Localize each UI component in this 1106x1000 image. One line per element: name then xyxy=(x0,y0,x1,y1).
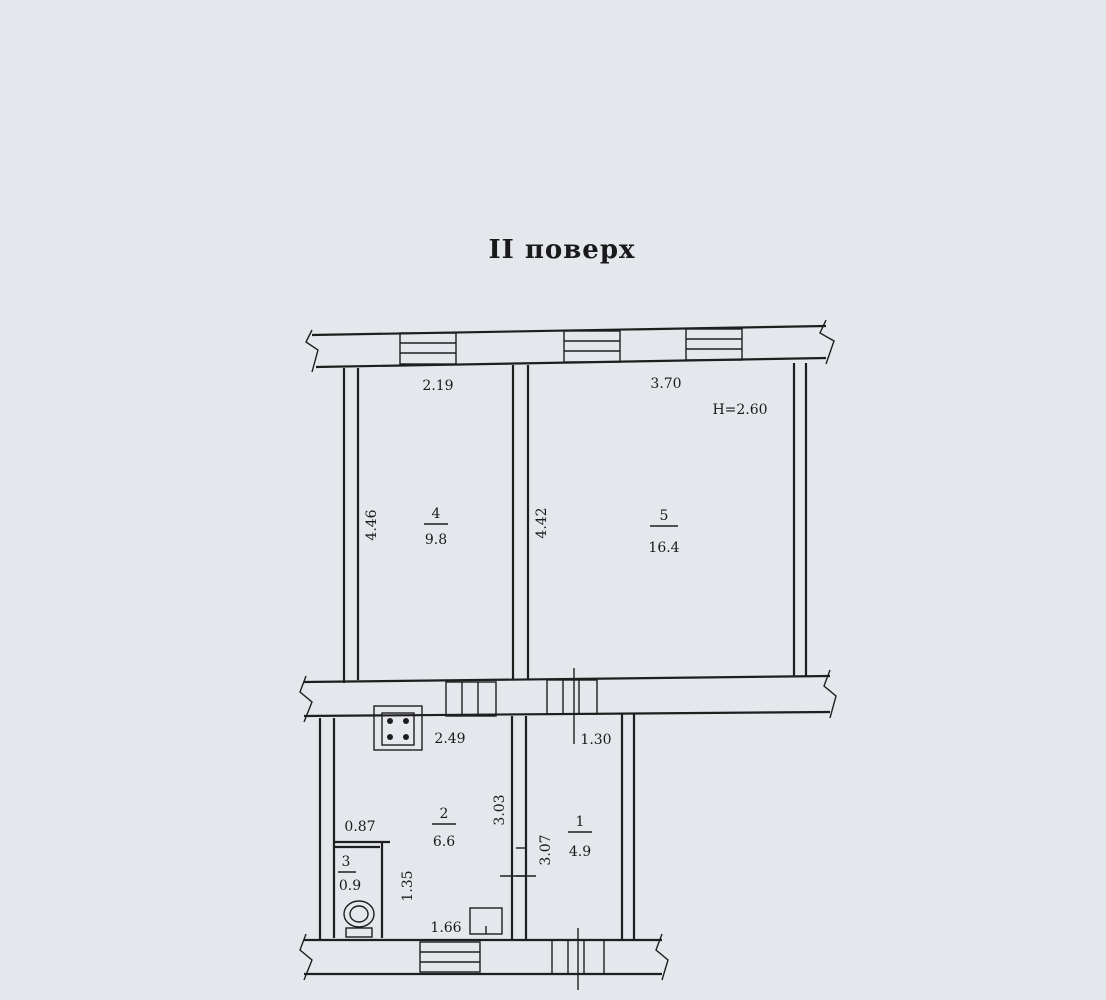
room5-width-label: 3.70 xyxy=(650,376,681,392)
room4-area: 9.8 xyxy=(425,532,447,548)
room4-number: 4 xyxy=(432,506,441,522)
room-1: 1.30 3.07 1 4.9 xyxy=(538,714,636,940)
room1-area: 4.9 xyxy=(569,844,591,860)
window-room4 xyxy=(399,332,457,365)
room3-number: 3 xyxy=(342,854,351,870)
ceiling-height-label: H=2.60 xyxy=(712,402,767,418)
room5-number: 5 xyxy=(660,508,669,524)
room1-width-label: 1.30 xyxy=(580,732,611,748)
room1-number: 1 xyxy=(576,814,585,830)
stove-icon xyxy=(373,705,423,751)
floor-title: ІІ поверх xyxy=(488,235,635,265)
room5-area: 16.4 xyxy=(648,540,679,556)
room3-length-label: 1.35 xyxy=(400,870,416,901)
room-4: 2.19 4.46 4 9.8 xyxy=(342,365,530,683)
room5-length-label: 4.42 xyxy=(534,507,550,538)
room2-bottom-label: 1.66 xyxy=(430,920,461,936)
room2-length-label: 3.03 xyxy=(492,794,508,825)
room2-number: 2 xyxy=(440,806,449,822)
room2-width-label: 2.49 xyxy=(434,731,465,747)
window-bottom xyxy=(419,941,481,973)
room4-length-label: 4.46 xyxy=(364,509,380,540)
toilet-icon xyxy=(343,900,375,938)
bottom-wall xyxy=(299,928,669,990)
middle-wall xyxy=(299,668,837,744)
window-room5-right xyxy=(685,328,743,361)
room4-width-label: 2.19 xyxy=(422,378,453,394)
room3-width-label: 0.87 xyxy=(344,819,375,835)
room-5: 3.70 H=2.60 4.42 5 16.4 xyxy=(534,363,808,676)
window-room5-left xyxy=(563,330,621,363)
room2-area: 6.6 xyxy=(433,834,455,850)
room-2: 2.49 3.03 2 6.6 1.66 xyxy=(318,705,536,940)
room3-area: 0.9 xyxy=(339,878,361,894)
top-wall xyxy=(305,319,835,373)
room-3: 0.87 1.35 3 0.9 xyxy=(334,819,416,938)
room1-length-label: 3.07 xyxy=(538,834,554,865)
